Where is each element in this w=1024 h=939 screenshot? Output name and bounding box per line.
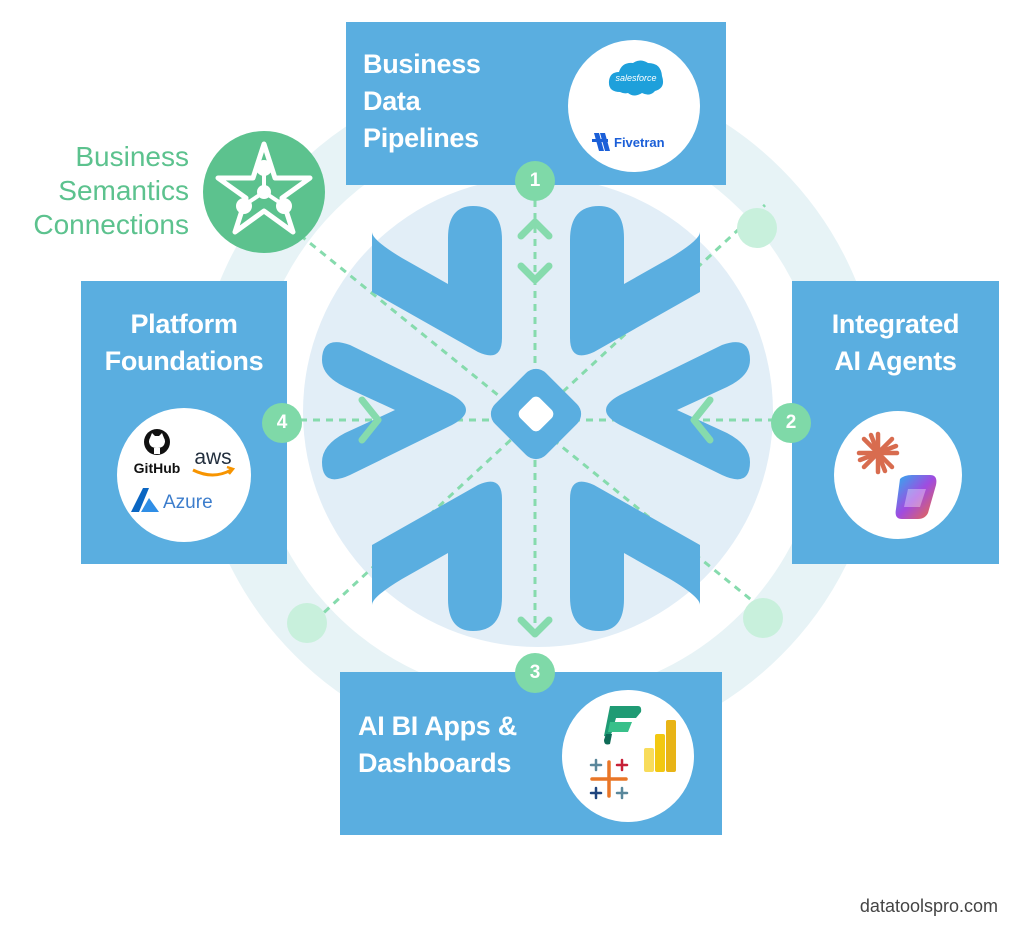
logo-circle <box>834 411 962 539</box>
github-text: GitHub <box>134 460 181 476</box>
title-line: Data <box>363 86 421 116</box>
snowflake-center-hole <box>518 396 554 432</box>
ring-node <box>743 598 783 638</box>
semantics-line: Business <box>75 141 189 172</box>
ring-node <box>287 603 327 643</box>
claude-icon <box>856 431 900 475</box>
logo-circle <box>562 690 694 822</box>
title-line: AI Agents <box>834 346 957 376</box>
panel-business-data-pipelines: Business Data Pipelines salesforce Fivet… <box>346 22 726 185</box>
aws-logo: aws <box>192 446 236 477</box>
panel-ai-bi-apps: AI BI Apps & Dashboards <box>340 672 722 835</box>
powerbi-icon <box>644 720 676 772</box>
semantics-line: Semantics <box>58 175 189 206</box>
title-line: Integrated <box>831 309 960 339</box>
step-badge-4: 4 <box>262 403 302 443</box>
github-logo: GitHub <box>134 429 181 476</box>
azure-text: Azure <box>163 492 213 513</box>
business-semantics-label: Business Semantics Connections <box>33 140 189 242</box>
step-badge-1: 1 <box>515 161 555 201</box>
salesforce-logo: salesforce <box>608 60 664 96</box>
title-line: Dashboards <box>358 748 512 778</box>
fivetran-logo: Fivetran <box>592 133 665 151</box>
footer-watermark: datatoolspro.com <box>859 896 998 916</box>
flow-chevrons <box>358 218 714 638</box>
panel-platform-foundations: Platform Foundations GitHub aws Azure <box>81 281 287 564</box>
panel-title: AI BI Apps & Dashboards <box>358 708 517 782</box>
panel-title: Business Data Pipelines <box>363 46 481 157</box>
copilot-icon <box>895 475 937 519</box>
logo-circle: salesforce Fivetran <box>568 40 700 172</box>
semantics-star-icon <box>203 131 325 253</box>
aws-text: aws <box>194 446 231 469</box>
fabric-icon <box>604 706 642 745</box>
step-badge-2: 2 <box>771 403 811 443</box>
ring-node <box>737 208 777 248</box>
title-line: Foundations <box>104 346 264 376</box>
salesforce-text: salesforce <box>615 73 656 83</box>
title-line: Business <box>363 49 481 79</box>
title-line: Pipelines <box>363 123 479 153</box>
title-line: AI BI Apps & <box>358 711 517 741</box>
fivetran-text: Fivetran <box>614 135 665 150</box>
step-badge-3: 3 <box>515 653 555 693</box>
tableau-icon <box>589 758 629 800</box>
semantics-line: Connections <box>33 209 189 240</box>
panel-title: Integrated AI Agents <box>792 306 999 380</box>
title-line: Platform <box>130 309 238 339</box>
azure-logo: Azure <box>131 488 213 513</box>
snowflake-icon <box>322 206 750 631</box>
logo-circle: GitHub aws Azure <box>117 408 251 542</box>
panel-title: Platform Foundations <box>81 306 287 380</box>
panel-integrated-ai-agents: Integrated AI Agents <box>792 281 999 564</box>
